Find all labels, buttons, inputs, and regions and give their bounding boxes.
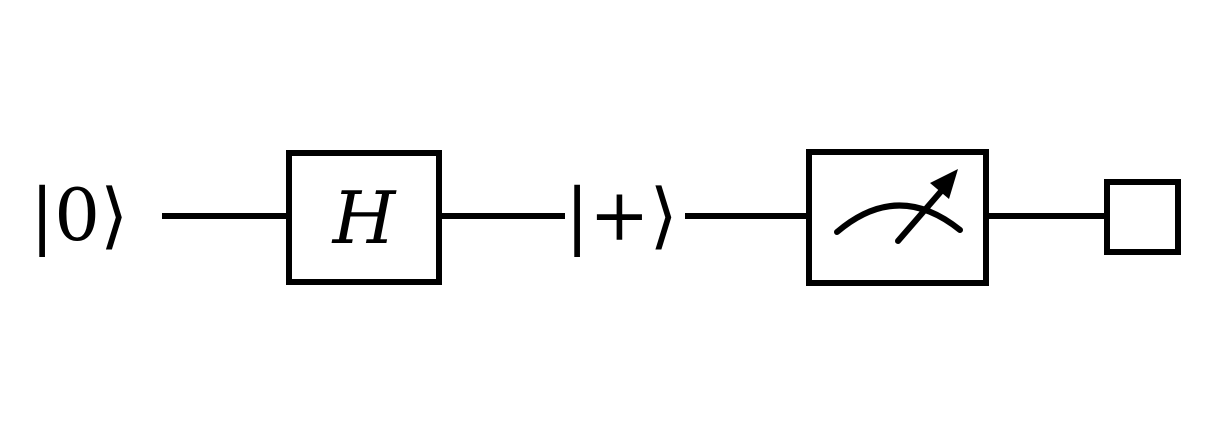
hadamard-gate: H <box>286 150 442 285</box>
input-state-label: |0⟩ <box>30 173 128 257</box>
measurement-gate <box>806 149 989 286</box>
intermediate-state-label: |+⟩ <box>565 173 678 257</box>
meter-arc <box>834 202 963 235</box>
measurement-gate-box <box>806 149 989 286</box>
meter-icon <box>834 169 963 244</box>
classical-bit-box-icon <box>1104 179 1181 255</box>
hadamard-gate-label: H <box>331 176 397 260</box>
meter-needle-arrowhead <box>930 169 958 199</box>
